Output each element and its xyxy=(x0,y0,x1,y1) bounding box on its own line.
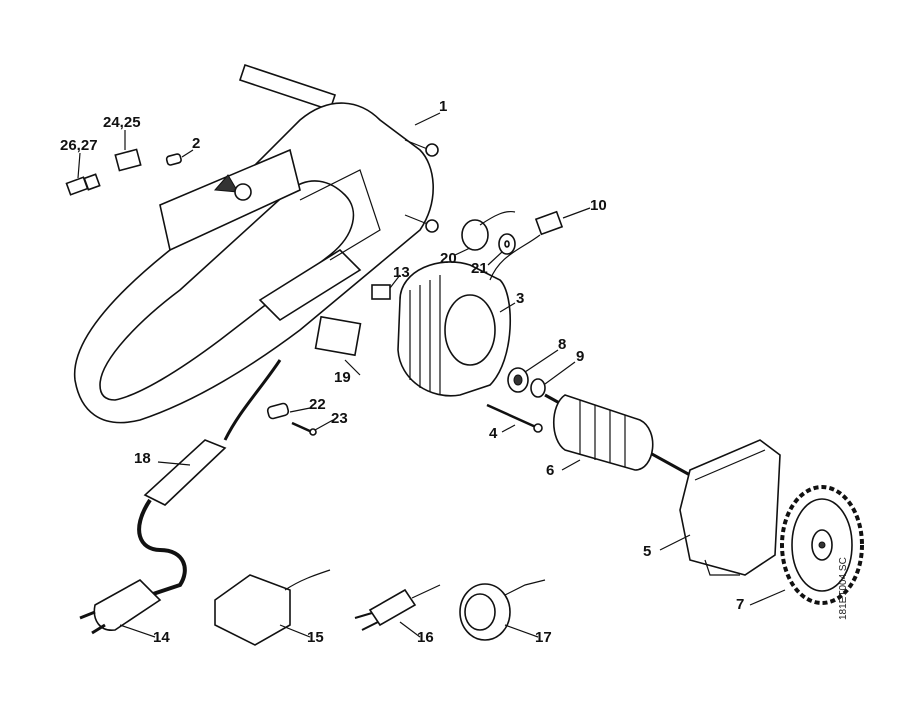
callout-20: 20 xyxy=(440,250,457,267)
cover-part-5 xyxy=(679,439,781,576)
callout-18: 18 xyxy=(134,450,151,467)
drawing-code: 181ET004 SC xyxy=(838,557,849,620)
stator-part-3 xyxy=(397,261,512,397)
callout-21: 21 xyxy=(471,260,488,277)
bearing-part-8 xyxy=(507,367,529,393)
screw-part-23 xyxy=(291,421,317,436)
callout-24-25: 24,25 xyxy=(103,114,141,131)
leader-lines xyxy=(77,112,786,638)
callout-19: 19 xyxy=(334,369,351,386)
callout-5: 5 xyxy=(643,543,652,560)
callout-16: 16 xyxy=(417,629,434,646)
cable-part-18 xyxy=(137,359,282,597)
cable-clamp-part-22 xyxy=(266,402,290,420)
connector-part-13 xyxy=(371,284,391,300)
housing-part-1 xyxy=(73,63,439,424)
callout-14: 14 xyxy=(153,629,170,646)
callout-7: 7 xyxy=(736,596,745,613)
washer-part-21 xyxy=(498,233,516,255)
callout-13: 13 xyxy=(393,264,410,281)
pin-part-2 xyxy=(165,153,182,166)
callout-17: 17 xyxy=(535,629,552,646)
capacitor-part-20 xyxy=(461,210,516,251)
plug-part-16 xyxy=(354,584,441,631)
switch-part-19 xyxy=(314,315,362,357)
callout-1: 1 xyxy=(439,98,448,115)
plug-part-17 xyxy=(459,579,546,641)
plug-part-14 xyxy=(79,579,162,635)
callout-9: 9 xyxy=(576,348,585,365)
carbon-brush-part-26-27 xyxy=(65,173,101,196)
callout-10: 10 xyxy=(590,197,607,214)
callout-8: 8 xyxy=(558,336,567,353)
washer-part-9 xyxy=(530,378,546,398)
armature-part-6 xyxy=(544,393,691,477)
callout-4: 4 xyxy=(489,425,498,442)
callout-22: 22 xyxy=(309,396,326,413)
callout-26-27: 26,27 xyxy=(60,137,98,154)
callout-23: 23 xyxy=(331,410,348,427)
brush-holder-part-24-25 xyxy=(114,148,142,172)
callout-15: 15 xyxy=(307,629,324,646)
callout-6: 6 xyxy=(546,462,555,479)
callout-2: 2 xyxy=(192,135,201,152)
callout-3: 3 xyxy=(516,290,525,307)
screw-part-4 xyxy=(486,403,543,433)
sprocket-part-7 xyxy=(780,485,864,605)
plug-part-15 xyxy=(214,569,331,646)
switch-part-10 xyxy=(489,210,564,281)
